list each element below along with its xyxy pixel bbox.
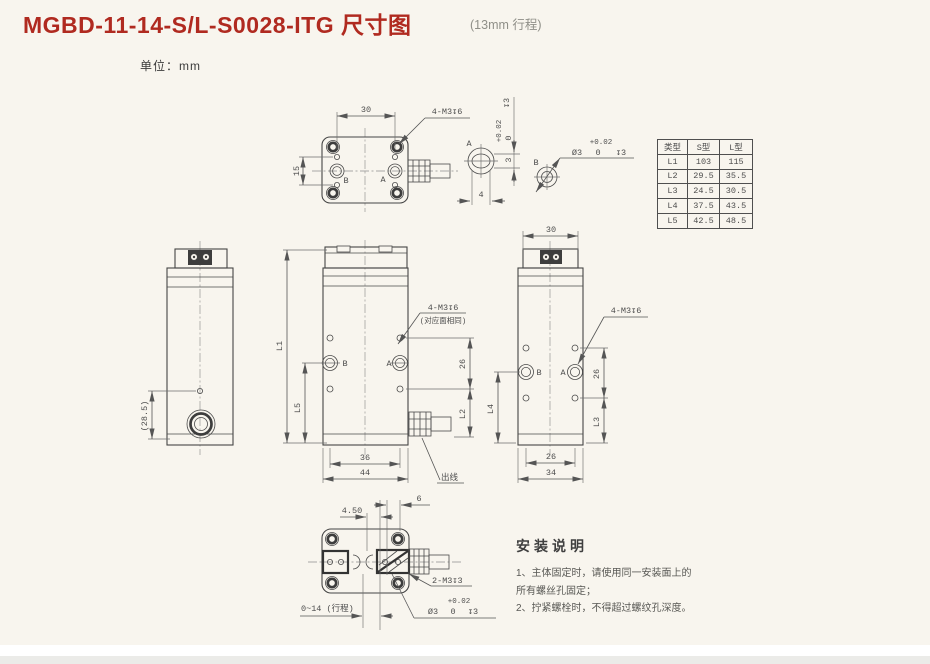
table-header-l: L型 (719, 139, 753, 155)
table-cell: 37.5 (687, 198, 720, 214)
dim-label-l5: L5 (293, 403, 303, 413)
wire-outlet-label: 出线 (441, 472, 459, 483)
top-view: 30 15 4-M3↧6 B A (292, 105, 470, 212)
bottom-white-strip (0, 645, 930, 656)
thread-note-bottom: 2-M3↧3 (432, 576, 463, 586)
thread-note-side: 4-M3↧6 (611, 306, 642, 316)
table-cell: 115 (719, 153, 753, 170)
thread-note-front: 4-M3↧6 (428, 303, 459, 313)
cable-connector-bottom-view (408, 548, 450, 575)
table-row: L3 24.5 30.5 (657, 183, 753, 200)
detail-b-callout: B +0.02 Ø3 0 ↧3 (533, 139, 634, 193)
dim-label-30-top: 30 (361, 105, 371, 115)
detail-a-dim-4: 4 (478, 190, 483, 200)
detail-a-callout: A 4 ↧3 +0.02 0 3 (457, 97, 520, 205)
mounting-holes-side-view (518, 344, 583, 402)
table-cell: 35.5 (719, 168, 753, 185)
dim-label-26-side: 26 (592, 369, 602, 379)
jaw-profile-left (352, 554, 361, 570)
dim-label-l4: L4 (486, 404, 496, 414)
detail-a-tol: +0.02 (496, 120, 504, 143)
dim-label-26b-side: 26 (546, 452, 556, 462)
detail-a-label: A (466, 139, 472, 149)
hole-label-b-front: B (342, 359, 347, 369)
table-cell: L5 (657, 212, 688, 229)
thread-note-front-2: (对应面相同) (420, 315, 467, 326)
mounting-holes-top-view (329, 153, 403, 188)
dim-label-6: 6 (416, 494, 421, 504)
dim-label-26-front: 26 (458, 359, 468, 369)
stroke-range-label: 0~14 (行程) (301, 603, 354, 614)
dim-label-l3: L3 (592, 417, 602, 427)
cable-connector-front-view (408, 411, 452, 437)
bottom-dia-tol: +0.02 (448, 598, 471, 606)
corner-screws-bottom-view (325, 532, 405, 590)
unit-label: 单位：mm (140, 59, 201, 73)
table-header-type: 类型 (657, 139, 688, 155)
table-cell: 48.5 (719, 212, 753, 229)
detail-b-depth: ↧3 (616, 148, 626, 158)
hole-label-b-top: B (343, 176, 348, 186)
detail-a-depth: ↧3 (502, 98, 512, 108)
hole-label-a-side: A (560, 368, 566, 378)
table-cell: 42.5 (687, 212, 720, 229)
mounting-holes-front-view (321, 334, 409, 393)
slider-block-left (321, 549, 350, 575)
left-side-view: (28.5) (140, 241, 234, 455)
table-header-s: S型 (687, 139, 720, 155)
cable-connector-top-view (407, 159, 451, 183)
hole-label-a-top: A (380, 175, 386, 185)
dim-label-28-5: (28.5) (140, 401, 150, 432)
table-cell: 43.5 (719, 198, 753, 214)
bottom-gray-strip (0, 656, 930, 664)
notes-line-1: 1、主体固定时，请使用同一安装面上的 (516, 568, 692, 579)
dim-label-44: 44 (360, 468, 370, 478)
bottom-view: 6 4.50 0~14 (行程) 2-M3↧3 +0.02 Ø3 0 ↧3 (300, 494, 496, 630)
table-cell: 30.5 (719, 183, 753, 200)
notes-title: 安装说明 (516, 538, 588, 554)
notes-line-3: 2、拧紧螺栓时，不得超过螺纹孔深度。 (516, 603, 692, 614)
dim-label-l1: L1 (275, 341, 285, 351)
table-cell: L1 (657, 153, 688, 170)
hole-label-b-side: B (536, 368, 541, 378)
stroke-subtitle: (13mm 行程) (470, 18, 542, 32)
jaw-profile-right (365, 554, 374, 570)
installation-notes: 安装说明 1、主体固定时，请使用同一安装面上的 所有螺丝孔固定； 2、拧紧螺栓时… (516, 536, 766, 619)
table-cell: L2 (657, 168, 688, 185)
dim-label-36: 36 (360, 453, 370, 463)
detail-b-label: B (533, 158, 538, 168)
dim-label-34: 34 (546, 468, 556, 478)
table-cell: 29.5 (687, 168, 720, 185)
dim-label-l2: L2 (458, 409, 468, 419)
table-row: L4 37.5 43.5 (657, 198, 753, 214)
right-side-view: B A 30 4-M3↧6 26 L3 L4 (486, 225, 648, 483)
dim-label-4-50: 4.50 (342, 506, 362, 516)
detail-b-tol: +0.02 (590, 139, 613, 147)
table-cell: L3 (657, 183, 688, 200)
table-header-row: 类型 S型 L型 (657, 139, 753, 155)
page-title: MGBD-11-14-S/L-S0028-ITG 尺寸图 (23, 12, 412, 38)
detail-b-dia: Ø3 (572, 148, 582, 158)
hole-label-a-front: A (386, 359, 392, 369)
dim-label-30-side: 30 (546, 225, 556, 235)
notes-line-2: 所有螺丝孔固定； (516, 585, 596, 597)
detail-a-nominal: 3 (504, 157, 514, 162)
bottom-dia: Ø3 (428, 607, 438, 617)
thread-note-top: 4-M3↧6 (432, 107, 463, 117)
front-view: B A 4-M3↧6 (对应面相同) 出线 L (275, 240, 474, 484)
table-row: L1 103 115 (657, 153, 753, 170)
bottom-dia-low: 0 (450, 607, 455, 617)
table-cell: 24.5 (687, 183, 720, 200)
table-row: L5 42.5 48.5 (657, 212, 753, 229)
bottom-dia-depth: ↧3 (468, 607, 478, 617)
detail-a-low: 0 (504, 135, 514, 140)
size-table: 类型 S型 L型 L1 103 115 L2 29.5 35.5 L3 24.5… (657, 139, 753, 229)
table-cell: L4 (657, 198, 688, 214)
detail-b-low: 0 (595, 148, 600, 158)
table-row: L2 29.5 35.5 (657, 168, 753, 185)
table-cell: 103 (687, 153, 720, 170)
dim-label-15-top: 15 (292, 166, 302, 176)
